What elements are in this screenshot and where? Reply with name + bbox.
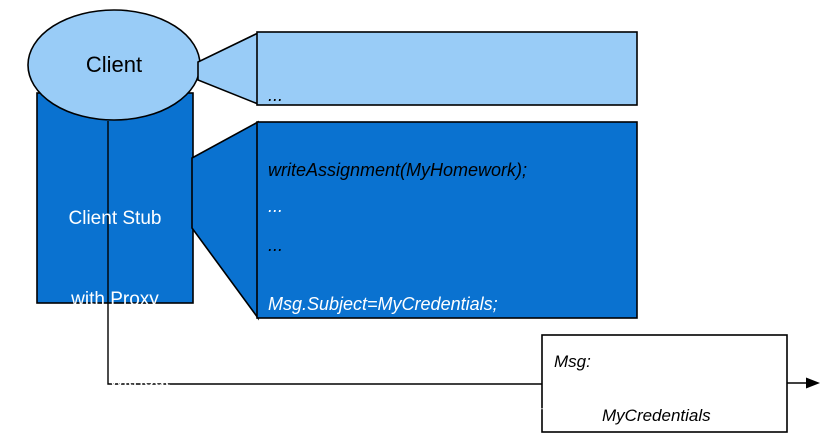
client-code-line: ... bbox=[268, 235, 284, 255]
stub-code-line: Msg.Method_Id=writeAssignment_Id; bbox=[268, 391, 565, 411]
client-stub-label-line: Client Stub bbox=[68, 208, 162, 229]
stub-code-callout-box bbox=[256, 121, 638, 319]
client-stub-label-line: (here without bbox=[60, 370, 170, 391]
message-values: MyCredentials writeAssignment_Id MyHomew… bbox=[602, 348, 750, 440]
stub-code-line: Msg.Subject=MyCredentials; bbox=[268, 293, 498, 314]
arrow-head-icon bbox=[806, 377, 820, 389]
client-label: Client bbox=[85, 52, 143, 77]
client-code-line: writeAssignment(MyHomework); bbox=[268, 160, 528, 180]
message-label: Msg: bbox=[554, 352, 591, 371]
client-stub-box bbox=[36, 92, 194, 304]
message-value: MyCredentials bbox=[602, 406, 711, 425]
stub-code-callout-pointer bbox=[191, 120, 259, 321]
message-content: Msg: MyCredentials writeAssignment_Id My… bbox=[554, 348, 750, 440]
message-box bbox=[541, 334, 788, 433]
client-code-callout-box bbox=[256, 31, 638, 106]
client-code-callout-pointer bbox=[197, 31, 259, 106]
client-stub-label-line: with Proxy bbox=[71, 289, 159, 310]
client-code-line: ... bbox=[268, 85, 284, 105]
client-stub-label: Client Stub with Proxy (here without PEP… bbox=[37, 151, 193, 440]
connector-line bbox=[107, 121, 542, 385]
stub-code-line: ... bbox=[268, 196, 284, 216]
client-code-text: ... writeAssignment(MyHomework); ... bbox=[268, 33, 527, 308]
stub-code-text: ... Msg.Subject=MyCredentials; Msg.Metho… bbox=[268, 125, 565, 440]
